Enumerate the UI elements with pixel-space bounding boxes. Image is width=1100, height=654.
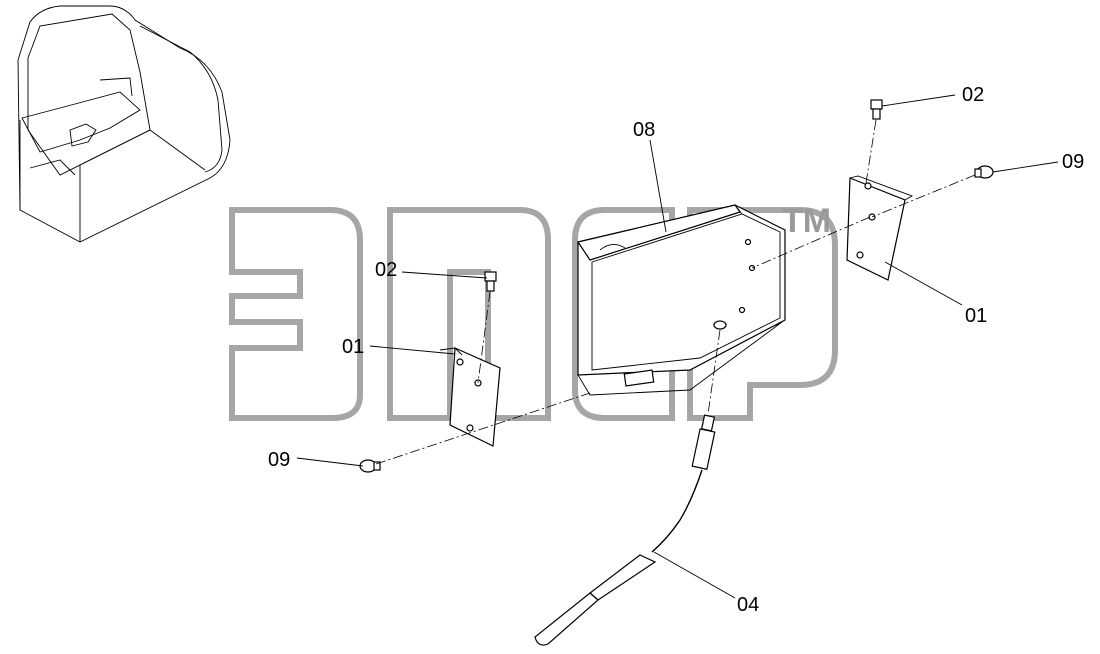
trademark-label: TM (782, 202, 831, 240)
callout-01-right: 01 (965, 305, 987, 327)
cable-probe (534, 414, 716, 646)
callout-02-top: 02 (962, 84, 984, 106)
callout-08: 08 (633, 119, 655, 141)
bracket-left (439, 347, 501, 447)
callout-01-left: 01 (342, 336, 364, 358)
callout-04: 04 (737, 594, 759, 616)
bolt-left (484, 271, 497, 292)
callout-09-top: 09 (1062, 151, 1084, 173)
assembly-lines (375, 119, 976, 465)
screw-top (974, 165, 994, 179)
leader-lines (296, 94, 1059, 599)
callout-02-left: 02 (375, 259, 397, 281)
cab-location-view (17, 5, 231, 243)
bracket-right (846, 175, 914, 281)
bolt-top (870, 99, 883, 120)
box-housing (577, 204, 786, 396)
callout-09-left: 09 (268, 449, 290, 471)
